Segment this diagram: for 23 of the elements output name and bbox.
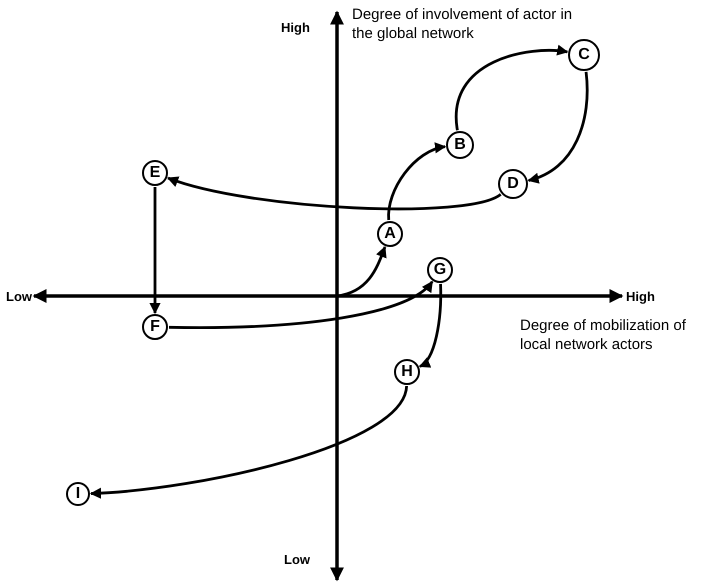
- axis-label: Low: [284, 552, 310, 567]
- axis-label: Low: [6, 289, 32, 304]
- arrow: [454, 45, 568, 130]
- arrow: [418, 284, 442, 368]
- circle-node: H: [394, 359, 420, 385]
- circle-node: G: [427, 257, 453, 283]
- arrow: [166, 176, 502, 210]
- arrow: [149, 187, 161, 314]
- circle-node: C: [568, 39, 600, 71]
- circle-node: F: [142, 314, 168, 340]
- axis-label: High: [281, 20, 310, 35]
- circle-node: E: [142, 160, 168, 186]
- arrow: [90, 386, 408, 499]
- circle-node: A: [377, 221, 403, 247]
- circle-node: B: [446, 131, 474, 159]
- arrow: [528, 72, 588, 183]
- circle-node: I: [66, 482, 90, 506]
- arrow: [336, 246, 387, 298]
- circle-node: D: [498, 169, 528, 199]
- arrow: [387, 143, 446, 220]
- arrow: [168, 280, 434, 329]
- axis-title: Degree of mobilization of local network actors: [520, 316, 687, 354]
- axis-label: High: [626, 289, 655, 304]
